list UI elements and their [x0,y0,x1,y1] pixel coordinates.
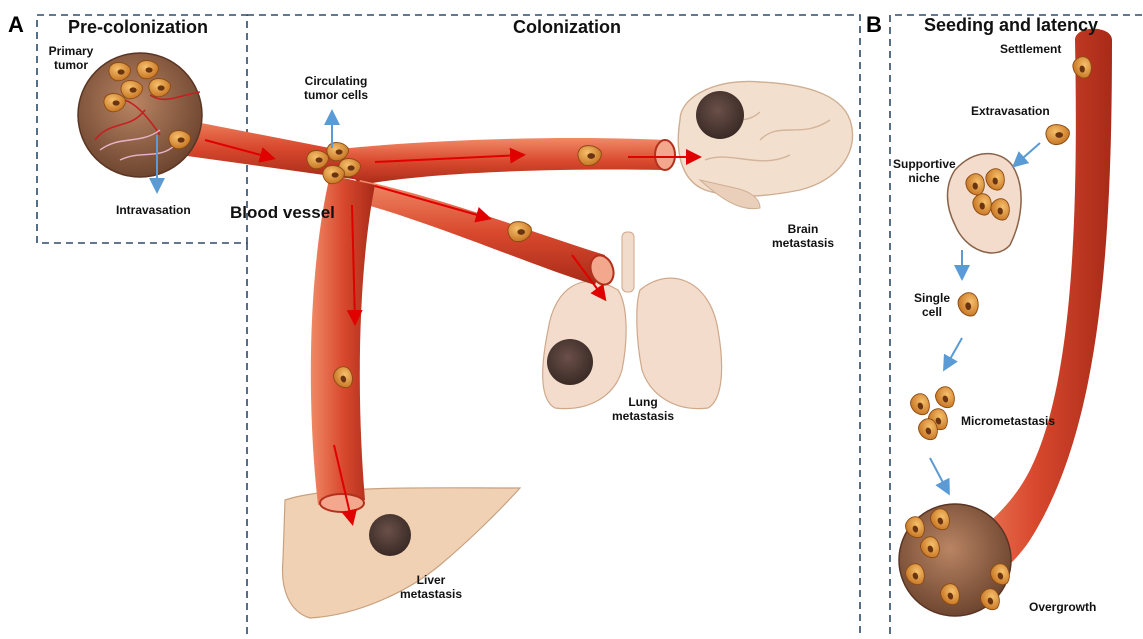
lung-metastasis-label: Lung metastasis [610,395,676,423]
liver-vessel-end [320,494,364,512]
overgrowth-label: Overgrowth [1029,600,1096,614]
niche-arrow [1015,143,1040,165]
circulating-tumor-cells-label: Circulating tumor cells [300,74,372,102]
primary-tumor-label: Primary tumor [42,44,100,72]
seeding-latency-title: Seeding and latency [924,15,1098,36]
vessel-lung-branch [350,180,605,285]
tumor-cell-icon [933,384,958,410]
overgrowth-arrow [930,458,948,492]
tumor-cell-icon [908,391,933,417]
vessel-liver-branch [311,175,375,505]
micrometastasis-arrow [945,338,962,368]
tumor-cell-icon [1046,125,1069,145]
panel-a-letter: A [8,12,24,38]
panel-b-letter: B [866,12,882,38]
single-cell-label: Single cell [912,291,952,319]
tumor-cell-icon [956,291,980,317]
precolonization-title: Pre-colonization [68,17,208,38]
extravasation-label: Extravasation [971,104,1050,118]
settlement-label: Settlement [1000,42,1061,56]
brain-metastasis-mass [696,91,744,139]
intravasation-label: Intravasation [116,203,191,217]
lung-metastasis-mass [547,339,593,385]
liver-metastasis-label: Liver metastasis [398,573,464,601]
brain-metastasis-label: Brain metastasis [770,222,836,250]
colonization-title: Colonization [513,17,621,38]
supportive-niche-label: Supportive niche [893,157,955,185]
liver-metastasis-mass [369,514,411,556]
brain-vessel-end [655,140,675,170]
blood-vessel-label: Blood vessel [230,206,335,220]
micrometastasis-label: Micrometastasis [961,414,1055,428]
